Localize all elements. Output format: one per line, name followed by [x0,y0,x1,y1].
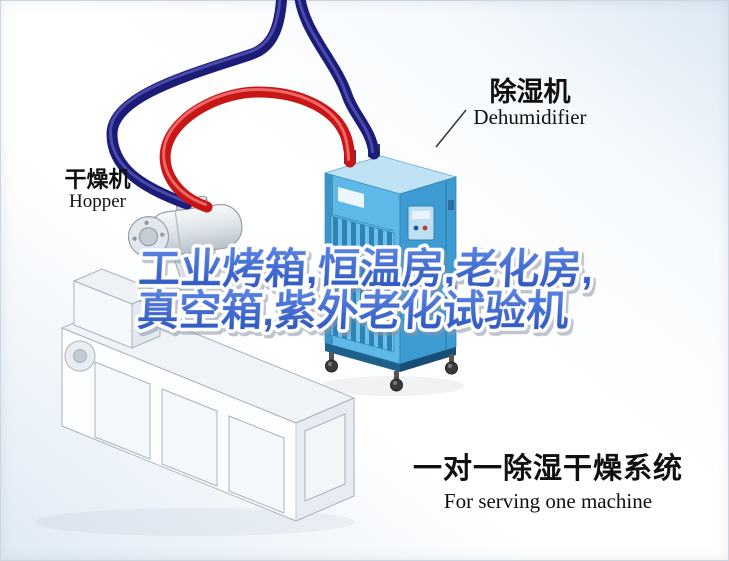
extruder-illustration [60,268,356,522]
headline: 工业烤箱,恒温房,老化房, 真空箱,紫外老化试验机 [132,242,598,338]
caster-wheels [325,352,458,392]
hopper-label-en: Hopper [69,191,126,212]
headline-line2: 真空箱,紫外老化试验机 [136,287,570,334]
extruder-shadow [35,508,355,536]
headline-line1: 工业烤箱,恒温房,老化房, [137,245,594,292]
red-hose [159,86,356,213]
dehumidifier-label-en: Dehumidifier [473,105,587,129]
brand-plate [338,187,364,208]
dehumidifier-pointer-line [435,109,467,148]
dehumidifier-label-cn: 除湿机 [489,77,571,107]
blue-hose [106,0,380,210]
hopper-label-cn: 干燥机 [64,167,131,192]
louver-vents [330,215,395,353]
caption-en: For serving one machine [443,489,653,513]
caption-cn: 一对一除湿干燥系统 [412,453,683,485]
